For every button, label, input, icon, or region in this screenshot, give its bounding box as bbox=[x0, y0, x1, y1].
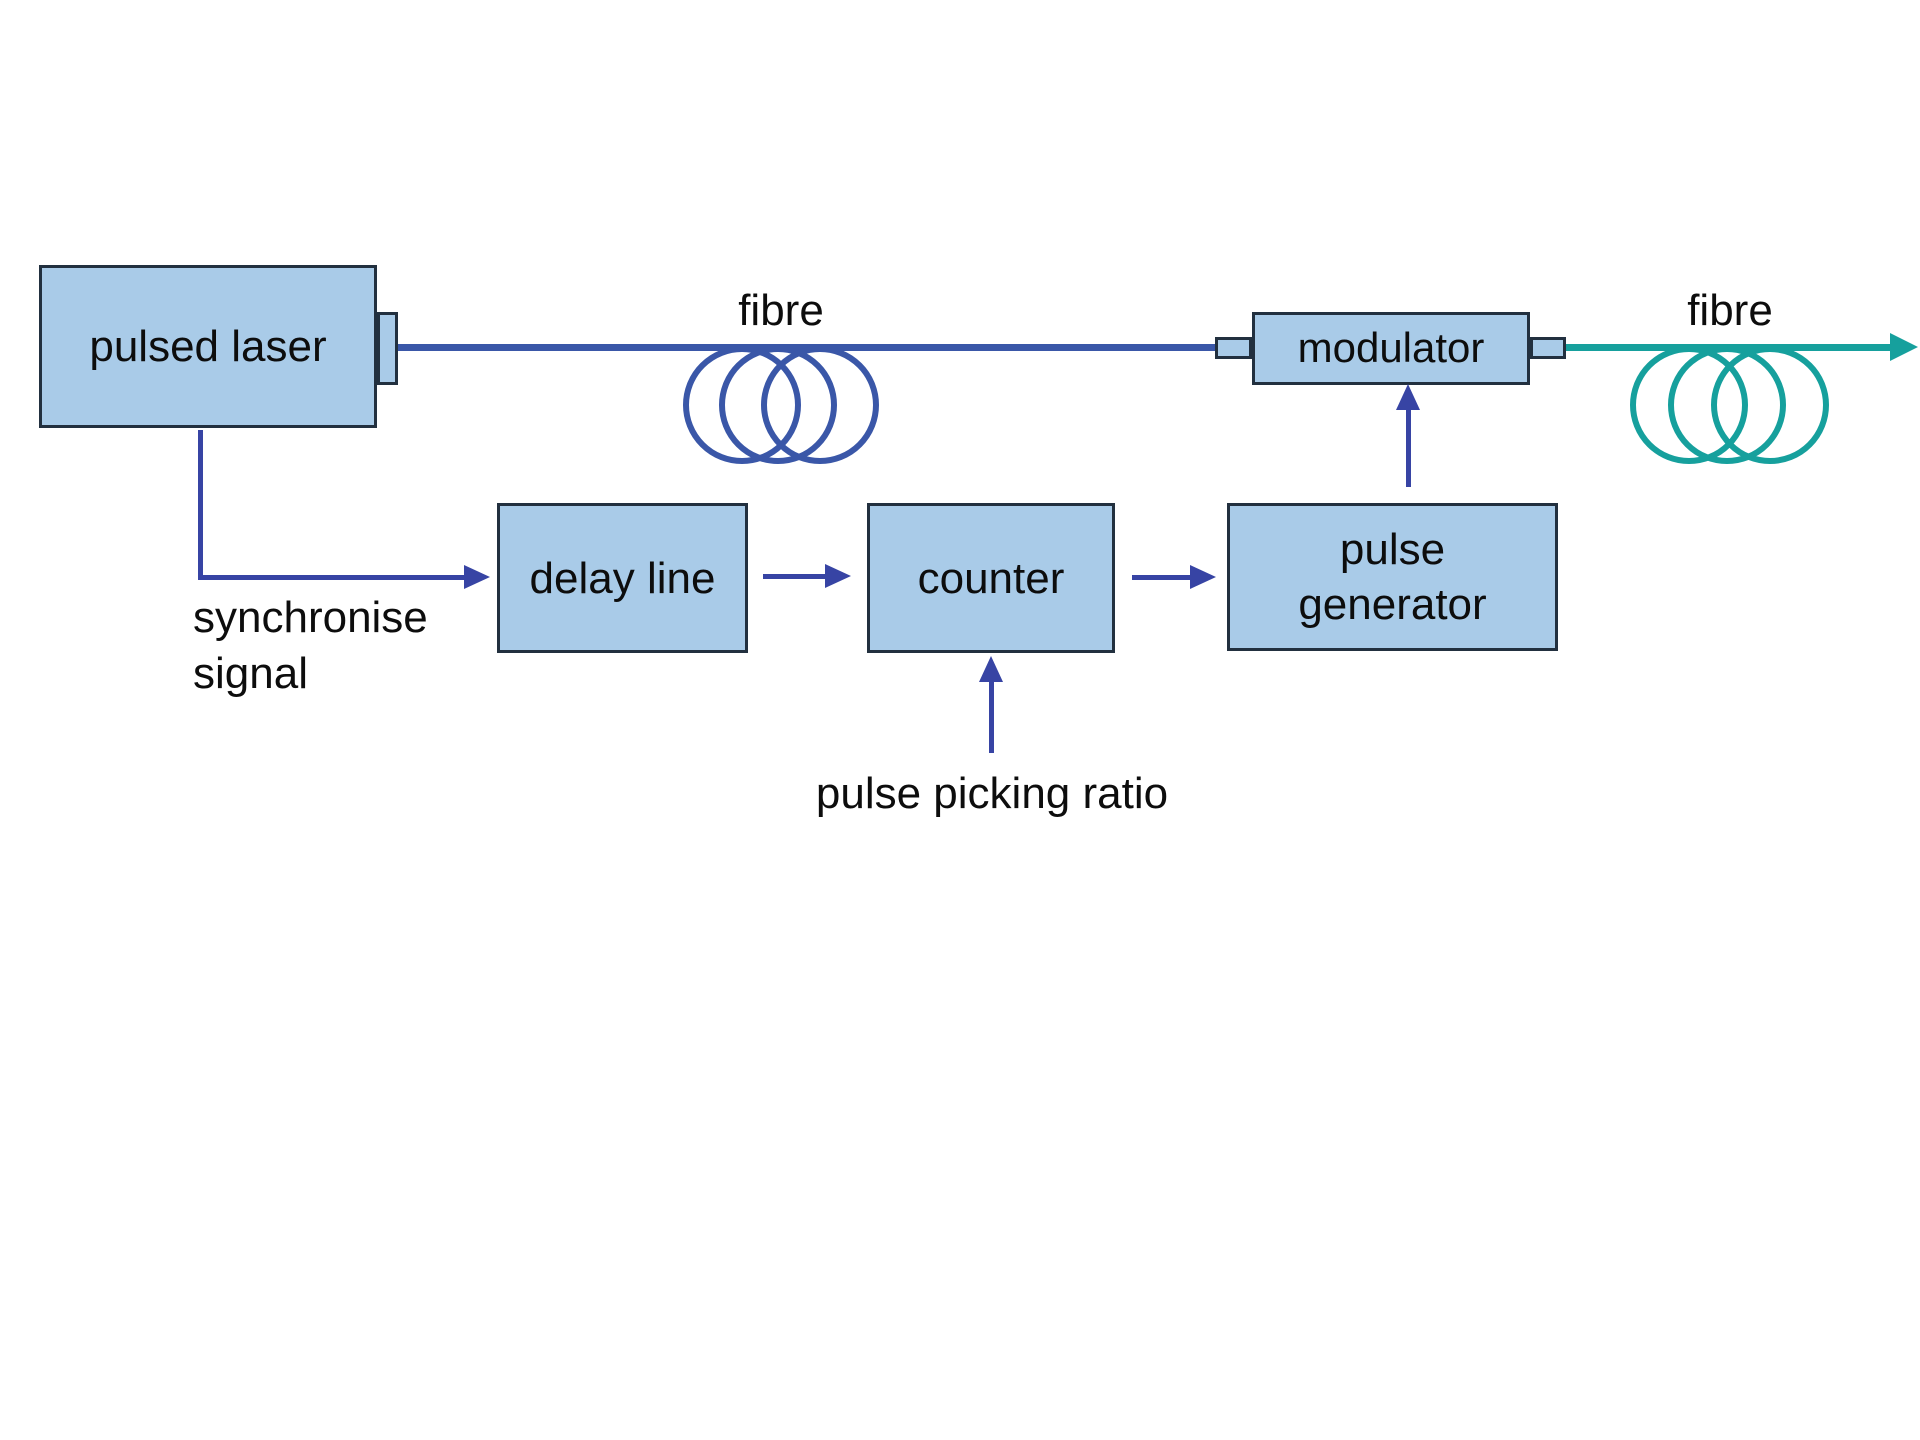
delay-line-box: delay line bbox=[497, 503, 748, 653]
delay-line-label: delay line bbox=[529, 553, 716, 603]
fibre-label-left: fibre bbox=[738, 286, 824, 335]
ratio-to-counter-arrowhead bbox=[979, 656, 1003, 682]
fibre-line-blue bbox=[398, 344, 1215, 351]
modulator-output-connector bbox=[1530, 337, 1566, 359]
delay-to-counter-arrowhead bbox=[825, 564, 851, 588]
counter-box: counter bbox=[867, 503, 1115, 653]
sync-arrowhead bbox=[464, 565, 490, 589]
modulator-box: modulator bbox=[1252, 312, 1530, 385]
fibre-coil-blue-icon bbox=[683, 346, 879, 464]
output-arrowhead bbox=[1890, 333, 1918, 361]
modulator-input-connector bbox=[1215, 337, 1252, 359]
modulator-label: modulator bbox=[1297, 324, 1485, 372]
counter-label: counter bbox=[917, 553, 1065, 603]
delay-to-counter-arrow bbox=[763, 574, 825, 579]
pulse-generator-box: pulse generator bbox=[1227, 503, 1558, 651]
counter-to-generator-arrowhead bbox=[1190, 565, 1216, 589]
counter-to-generator-arrow bbox=[1132, 575, 1190, 580]
pulsed-laser-box: pulsed laser bbox=[39, 265, 377, 428]
sync-arrow-horizontal bbox=[198, 575, 464, 580]
fibre-label-right: fibre bbox=[1687, 286, 1773, 335]
sync-arrow-vertical bbox=[198, 430, 203, 579]
ratio-to-counter-arrow bbox=[989, 680, 994, 753]
generator-to-modulator-arrowhead bbox=[1396, 384, 1420, 410]
generator-to-modulator-arrow bbox=[1406, 408, 1411, 487]
pulse-generator-label: pulse generator bbox=[1298, 525, 1487, 629]
fibre-coil-teal-icon bbox=[1630, 346, 1829, 464]
synchronise-signal-label: synchronise signal bbox=[193, 593, 428, 698]
laser-output-port bbox=[377, 312, 398, 385]
pulsed-laser-label: pulsed laser bbox=[89, 322, 327, 371]
pulse-picking-ratio-label: pulse picking ratio bbox=[815, 769, 1169, 818]
